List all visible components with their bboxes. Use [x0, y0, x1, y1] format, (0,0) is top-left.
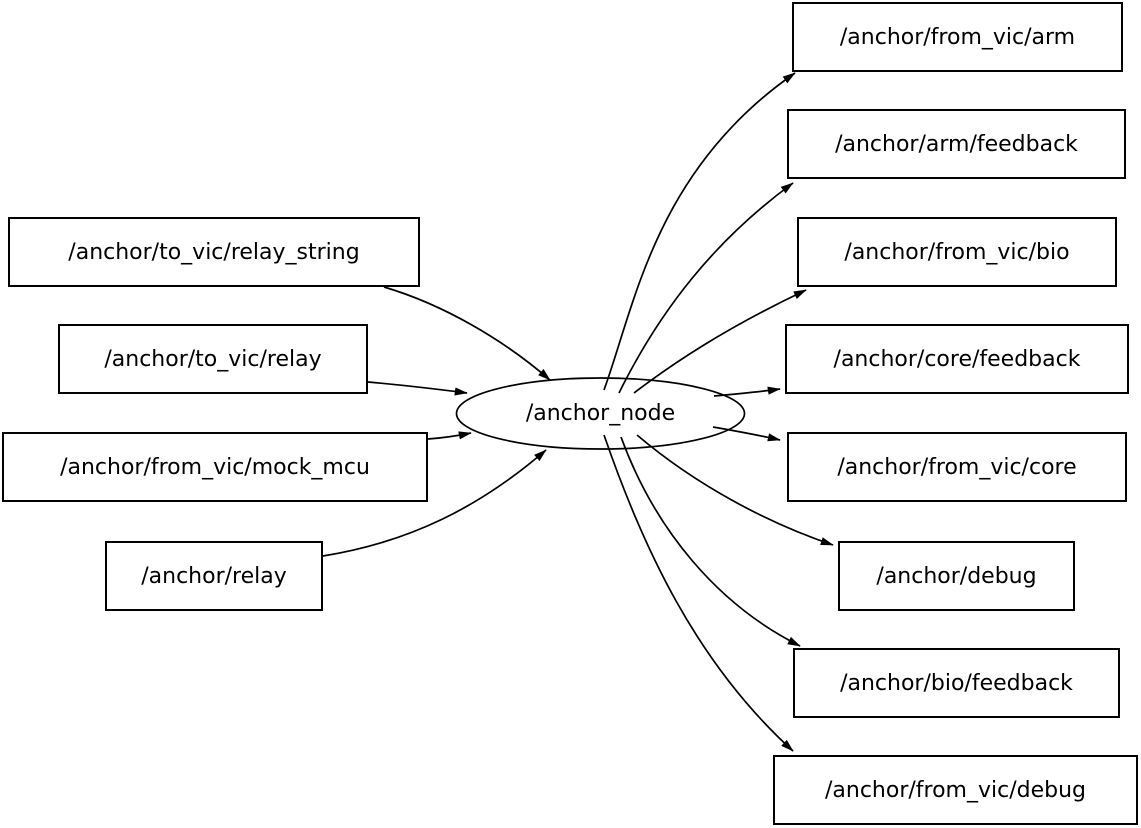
- topic-box-relay: /anchor/relay: [105, 541, 323, 611]
- anchor-node-label: /anchor_node: [456, 378, 745, 449]
- edge-to-vic-relay-to-node: [367, 381, 468, 396]
- topic-box-from-vic-core: /anchor/from_vic/core: [787, 432, 1127, 502]
- topic-box-from-vic-mock-mcu: /anchor/from_vic/mock_mcu: [2, 432, 428, 502]
- topic-label: /anchor/core/feedback: [833, 346, 1081, 372]
- topic-box-from-vic-bio: /anchor/from_vic/bio: [797, 217, 1117, 287]
- topic-label: /anchor/relay: [141, 563, 287, 589]
- topic-box-debug: /anchor/debug: [838, 541, 1075, 611]
- edge-node-to-from-vic-core: [712, 426, 781, 442]
- topic-label: /anchor/bio/feedback: [840, 670, 1073, 696]
- topic-label: /anchor/debug: [876, 563, 1037, 589]
- topic-label: /anchor/to_vic/relay: [104, 346, 322, 372]
- topic-label: /anchor/arm/feedback: [835, 131, 1078, 157]
- topic-box-bio-feedback: /anchor/bio/feedback: [793, 648, 1120, 718]
- topic-box-to-vic-relay: /anchor/to_vic/relay: [58, 324, 368, 394]
- edge-mock-mcu-to-node: [427, 431, 472, 440]
- edge-node-to-arm-feedback: [618, 182, 794, 394]
- topic-label: /anchor/to_vic/relay_string: [68, 239, 360, 265]
- edge-node-to-from-vic-bio: [633, 289, 807, 394]
- topic-label: /anchor/from_vic/arm: [839, 24, 1076, 50]
- topic-label: /anchor/from_vic/bio: [844, 239, 1070, 265]
- topic-label: /anchor/from_vic/mock_mcu: [60, 454, 370, 480]
- edge-relay-string-to-node: [383, 286, 551, 381]
- topic-box-core-feedback: /anchor/core/feedback: [785, 324, 1129, 394]
- topic-box-to-vic-relay-string: /anchor/to_vic/relay_string: [8, 217, 420, 287]
- node-label-text: /anchor_node: [525, 401, 676, 426]
- topic-box-from-vic-debug: /anchor/from_vic/debug: [773, 755, 1138, 825]
- anchor-node-ellipse: [455, 377, 746, 450]
- edge-node-to-core-feedback: [713, 386, 781, 397]
- edge-node-to-bio-feedback: [620, 436, 801, 647]
- topic-label: /anchor/from_vic/debug: [824, 777, 1086, 803]
- edge-node-to-from-vic-arm: [603, 72, 796, 391]
- edge-node-to-from-vic-debug: [603, 434, 794, 752]
- topic-box-from-vic-arm: /anchor/from_vic/arm: [792, 2, 1123, 72]
- topic-box-arm-feedback: /anchor/arm/feedback: [787, 109, 1126, 179]
- topic-label: /anchor/from_vic/core: [837, 454, 1077, 480]
